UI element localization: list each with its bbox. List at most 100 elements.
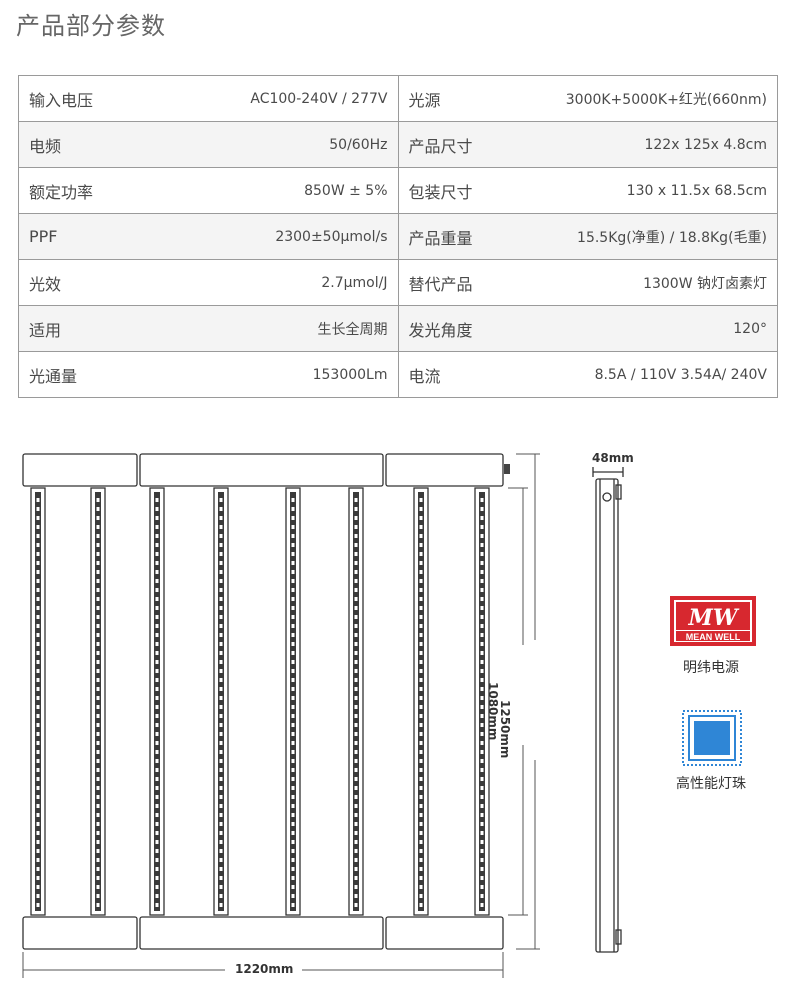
led-dot xyxy=(419,858,423,862)
spec-value: 15.5Kg(净重) / 18.8Kg(毛重) xyxy=(518,213,778,260)
led-dot xyxy=(155,804,159,808)
led-dot xyxy=(96,687,100,691)
led-dot xyxy=(419,624,423,628)
led-dot xyxy=(155,849,159,853)
led-dot xyxy=(96,597,100,601)
led-dot xyxy=(36,561,40,565)
led-dot xyxy=(291,795,295,799)
led-dot xyxy=(36,687,40,691)
led-dot xyxy=(155,795,159,799)
led-dot xyxy=(219,687,223,691)
led-dot xyxy=(36,552,40,556)
led-dot xyxy=(354,588,358,592)
led-dot xyxy=(354,507,358,511)
led-dot xyxy=(219,651,223,655)
spec-value: 3000K+5000K+红光(660nm) xyxy=(518,75,778,122)
led-dot xyxy=(480,687,484,691)
led-dot xyxy=(480,588,484,592)
led-dot xyxy=(36,777,40,781)
spec-value: 850W ± 5% xyxy=(139,167,399,214)
led-dot xyxy=(291,903,295,907)
led-dot xyxy=(96,669,100,673)
dimension-width: 1220mm xyxy=(235,962,294,976)
led-dot xyxy=(354,687,358,691)
led-dot xyxy=(96,678,100,682)
led-dot xyxy=(219,849,223,853)
led-dot xyxy=(480,849,484,853)
led-dot xyxy=(219,606,223,610)
led-dot xyxy=(291,867,295,871)
led-dot xyxy=(155,732,159,736)
led-dot xyxy=(291,840,295,844)
led-dot xyxy=(96,777,100,781)
spec-value: 50/60Hz xyxy=(139,121,399,168)
led-dot xyxy=(219,552,223,556)
led-dot xyxy=(291,894,295,898)
led-dot xyxy=(36,543,40,547)
led-dot xyxy=(354,858,358,862)
led-dot xyxy=(155,723,159,727)
led-dot xyxy=(155,840,159,844)
led-dot xyxy=(36,840,40,844)
led-chip-icon xyxy=(682,710,742,766)
led-dot xyxy=(419,597,423,601)
led-dot xyxy=(354,534,358,538)
led-dot xyxy=(480,534,484,538)
led-dot xyxy=(36,714,40,718)
led-dot xyxy=(291,633,295,637)
led-dot xyxy=(96,525,100,529)
dimension-thickness: 48mm xyxy=(592,451,634,465)
led-dot xyxy=(480,858,484,862)
led-dot xyxy=(36,651,40,655)
led-dot xyxy=(480,642,484,646)
led-dot xyxy=(96,660,100,664)
led-dot xyxy=(480,768,484,772)
led-dot xyxy=(354,651,358,655)
led-dot xyxy=(36,795,40,799)
led-dot xyxy=(155,894,159,898)
led-dot xyxy=(480,543,484,547)
led-dot xyxy=(419,840,423,844)
led-dot xyxy=(291,615,295,619)
led-dot xyxy=(291,597,295,601)
led-dot xyxy=(419,768,423,772)
led-dot xyxy=(291,678,295,682)
led-dot xyxy=(219,786,223,790)
led-dot xyxy=(291,642,295,646)
table-row: 额定功率 850W ± 5% 包装尺寸 130 x 11.5x 68.5cm xyxy=(18,167,778,214)
led-dot xyxy=(219,633,223,637)
led-dot xyxy=(419,849,423,853)
led-dot xyxy=(36,606,40,610)
spec-key: PPF xyxy=(18,213,139,260)
led-dot xyxy=(354,795,358,799)
led-dot xyxy=(36,849,40,853)
led-dot xyxy=(354,759,358,763)
led-dot xyxy=(480,624,484,628)
led-dot xyxy=(419,552,423,556)
led-dot xyxy=(480,714,484,718)
led-dot xyxy=(219,876,223,880)
led-dot xyxy=(480,498,484,502)
led-dot xyxy=(480,696,484,700)
led-dot xyxy=(36,768,40,772)
led-dot xyxy=(419,741,423,745)
led-dot xyxy=(419,669,423,673)
led-dot xyxy=(96,894,100,898)
led-dot xyxy=(36,579,40,583)
led-dot xyxy=(419,678,423,682)
led-dot xyxy=(96,651,100,655)
led-dot xyxy=(291,876,295,880)
led-dot xyxy=(419,831,423,835)
led-dot xyxy=(291,858,295,862)
led-dot xyxy=(354,633,358,637)
led-dot xyxy=(219,795,223,799)
led-dot xyxy=(291,813,295,817)
led-dot xyxy=(419,606,423,610)
led-dot xyxy=(480,804,484,808)
led-dot xyxy=(155,786,159,790)
led-dot xyxy=(155,570,159,574)
led-dot xyxy=(480,606,484,610)
front-view-drawing xyxy=(22,453,540,978)
led-dot xyxy=(219,588,223,592)
led-dot xyxy=(480,561,484,565)
